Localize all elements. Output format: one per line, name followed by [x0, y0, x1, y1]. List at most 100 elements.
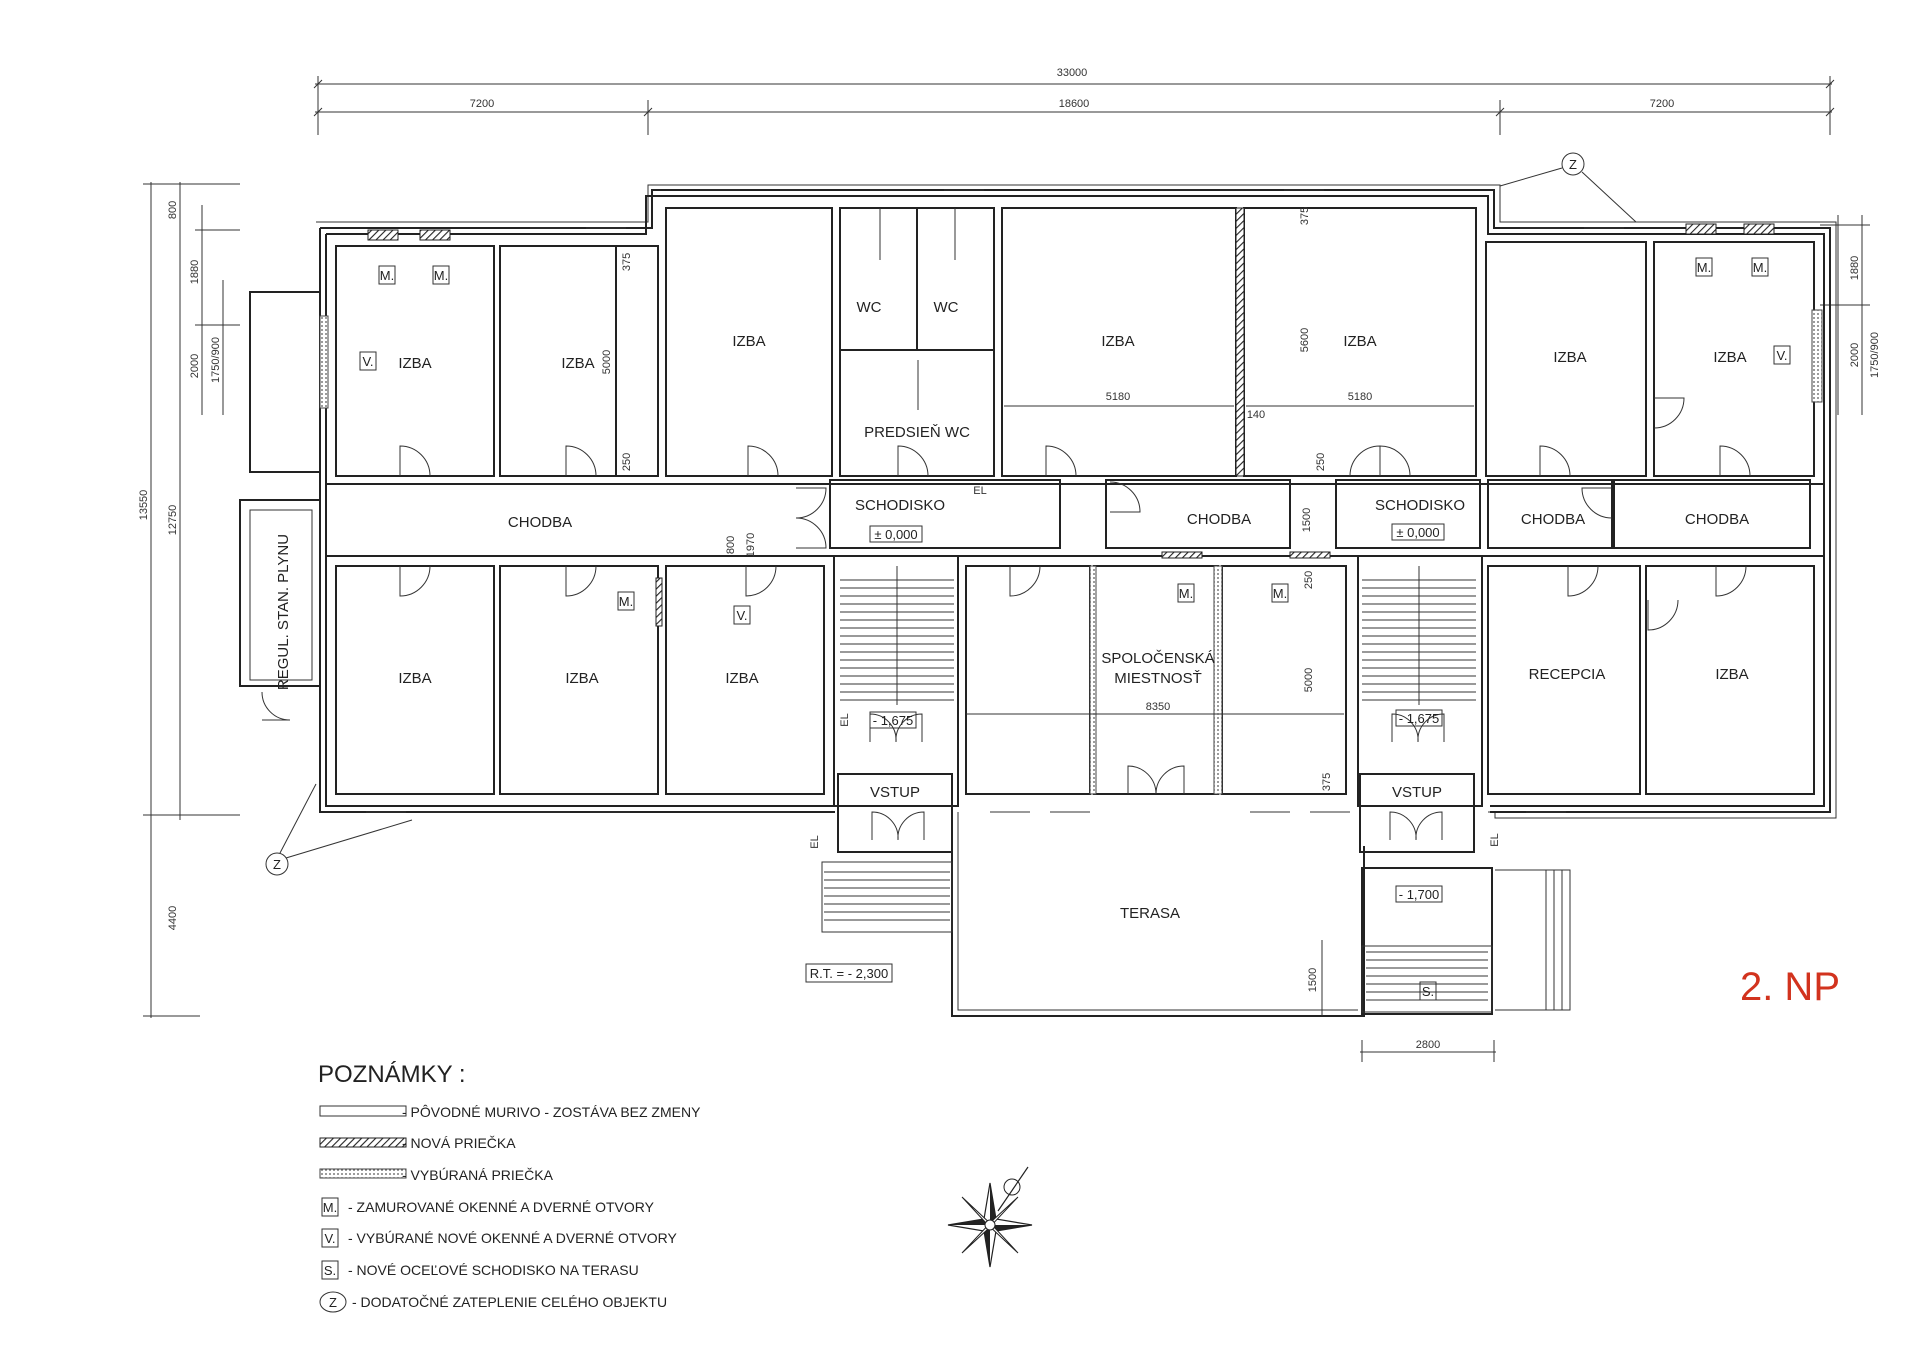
svg-text:V.: V. [362, 354, 373, 369]
legend-symbol-line [319, 1105, 407, 1117]
svg-text:S.: S. [1422, 984, 1434, 999]
legend-item-2: - NOVÁ PRIEČKA [402, 1135, 516, 1151]
svg-text:2800: 2800 [1416, 1039, 1440, 1051]
svg-text:5600: 5600 [1299, 328, 1311, 352]
svg-text:M.: M. [619, 594, 633, 609]
marker-m-4: M. [1751, 257, 1769, 277]
marker-m-2: M. [432, 265, 450, 285]
markers: M. M. M. M. M. M. M. V. V. V. S. Z Z EL … [265, 152, 1791, 1001]
room-wc-2: WC [934, 299, 959, 316]
room-spolocenska-1: SPOLOČENSKÁ [1101, 650, 1214, 667]
room-schodisko-1: SCHODISKO [855, 497, 945, 514]
room-chodba-4: CHODBA [1685, 511, 1749, 528]
legend-symbol-dots [319, 1168, 407, 1179]
legend-item-4: - ZAMUROVANÉ OKENNÉ A DVERNÉ OTVORY [348, 1199, 655, 1215]
room-recepcia: RECEPCIA [1529, 666, 1606, 683]
marker-m-3: M. [1695, 257, 1713, 277]
svg-text:1500: 1500 [1307, 968, 1319, 992]
left-dimensions: 800 1880 2000 1750/900 13550 12750 4400 [138, 182, 240, 1018]
svg-text:V.: V. [736, 608, 747, 623]
dim-left: 7200 [470, 98, 494, 110]
marker-z-top: Z [1561, 152, 1585, 176]
marker-el-4: EL [1489, 833, 1501, 846]
svg-text:8350: 8350 [1146, 701, 1170, 713]
marker-v-1: V. [359, 351, 377, 371]
room-chodba-2: CHODBA [1187, 511, 1251, 528]
inner-dimensions: 375 5000 250 375 5600 5180 5180 140 250 … [601, 207, 1496, 1062]
svg-text:5000: 5000 [1303, 668, 1315, 692]
room-labels: IZBA IZBA IZBA WC WC PREDSIEŇ WC IZBA IZ… [275, 299, 1749, 922]
dim-side-12750: 12750 [167, 505, 179, 536]
legend-item-5: - VYBÚRANÉ NOVÉ OKENNÉ A DVERNÉ OTVORY [348, 1230, 677, 1246]
room-chodba-1: CHODBA [508, 514, 572, 531]
room-spolocenska-2: MIESTNOSŤ [1114, 670, 1202, 687]
svg-text:250: 250 [621, 453, 633, 471]
svg-text:M.: M. [1753, 260, 1767, 275]
svg-text:375: 375 [1299, 207, 1311, 225]
legend-item-1: - PÔVODNÉ MURIVO - ZOSTÁVA BEZ ZMENY [402, 1104, 701, 1120]
marker-el-2: EL [839, 713, 851, 726]
legend-item-3: - VYBÚRANÁ PRIEČKA [402, 1167, 554, 1183]
dim-right-1750: 1750/900 [1869, 332, 1881, 378]
dim-side-13550: 13550 [138, 490, 150, 521]
marker-m-7: M. [1271, 583, 1289, 603]
marker-v-2: V. [733, 605, 751, 625]
marker-s-1: S. [1419, 981, 1437, 1001]
stair-treads [824, 566, 1563, 1010]
level-rt: R.T. = - 2,300 [810, 966, 888, 981]
room-chodba-3: CHODBA [1521, 511, 1585, 528]
level-vstup-right: - 1,675 [1399, 711, 1439, 726]
sheet-label: 2. NP [1740, 965, 1840, 1009]
svg-text:250: 250 [1315, 453, 1327, 471]
marker-v-3: V. [1773, 345, 1791, 365]
dim-side-1880: 1880 [189, 260, 201, 284]
right-dimensions: 1880 2000 1750/900 [1820, 215, 1881, 415]
dim-side-1750: 1750/900 [210, 337, 222, 383]
svg-text:5000: 5000 [601, 350, 613, 374]
marker-el-1: EL [973, 485, 986, 497]
dim-side-2000: 2000 [189, 354, 201, 378]
level-marks: ± 0,000 ± 0,000 - 1,675 - 1,675 - 1,700 … [805, 523, 1445, 983]
dim-side-800: 800 [167, 201, 179, 219]
svg-text:M.: M. [434, 268, 448, 283]
dim-total: 33000 [1057, 67, 1088, 79]
room-izba-4: IZBA [1101, 333, 1134, 350]
room-izba-7: IZBA [1713, 349, 1746, 366]
room-vstup-1: VSTUP [870, 784, 920, 801]
room-izba-9: IZBA [565, 670, 598, 687]
level-terrace-stair: - 1,700 [1399, 887, 1439, 902]
dim-middle: 18600 [1059, 98, 1090, 110]
room-izba-1: IZBA [398, 355, 431, 372]
svg-text:1970: 1970 [745, 533, 757, 557]
level-stair-right: ± 0,000 [1396, 525, 1439, 540]
svg-text:375: 375 [621, 253, 633, 271]
svg-text:140: 140 [1247, 409, 1265, 421]
marker-m-6: M. [1177, 583, 1195, 603]
room-izba-6: IZBA [1553, 349, 1586, 366]
marker-m-5: M. [617, 591, 635, 611]
legend-symbol-m: M. [323, 1200, 337, 1215]
svg-text:5180: 5180 [1106, 391, 1130, 403]
room-izba-5: IZBA [1343, 333, 1376, 350]
room-izba-2: IZBA [561, 355, 594, 372]
room-izba-10: IZBA [725, 670, 758, 687]
room-regul: REGUL. STAN. PLYNU [275, 534, 292, 690]
svg-text:5180: 5180 [1348, 391, 1372, 403]
svg-text:Z: Z [1569, 157, 1577, 172]
dim-right-2000: 2000 [1849, 343, 1861, 367]
svg-text:1500: 1500 [1301, 508, 1313, 532]
svg-text:M.: M. [1179, 586, 1193, 601]
dim-side-4400: 4400 [167, 906, 179, 930]
svg-text:800: 800 [725, 536, 737, 554]
legend-symbol-hatch [319, 1137, 407, 1148]
room-vstup-2: VSTUP [1392, 784, 1442, 801]
legend-title: POZNÁMKY : [318, 1061, 466, 1088]
room-schodisko-2: SCHODISKO [1375, 497, 1465, 514]
legend-symbol-s: S. [324, 1263, 336, 1278]
room-predsien-wc: PREDSIEŇ WC [864, 424, 970, 441]
svg-text:M.: M. [1273, 586, 1287, 601]
compass-rose-icon [947, 1166, 1033, 1268]
room-izba-3: IZBA [732, 333, 765, 350]
room-izba-11: IZBA [1715, 666, 1748, 683]
